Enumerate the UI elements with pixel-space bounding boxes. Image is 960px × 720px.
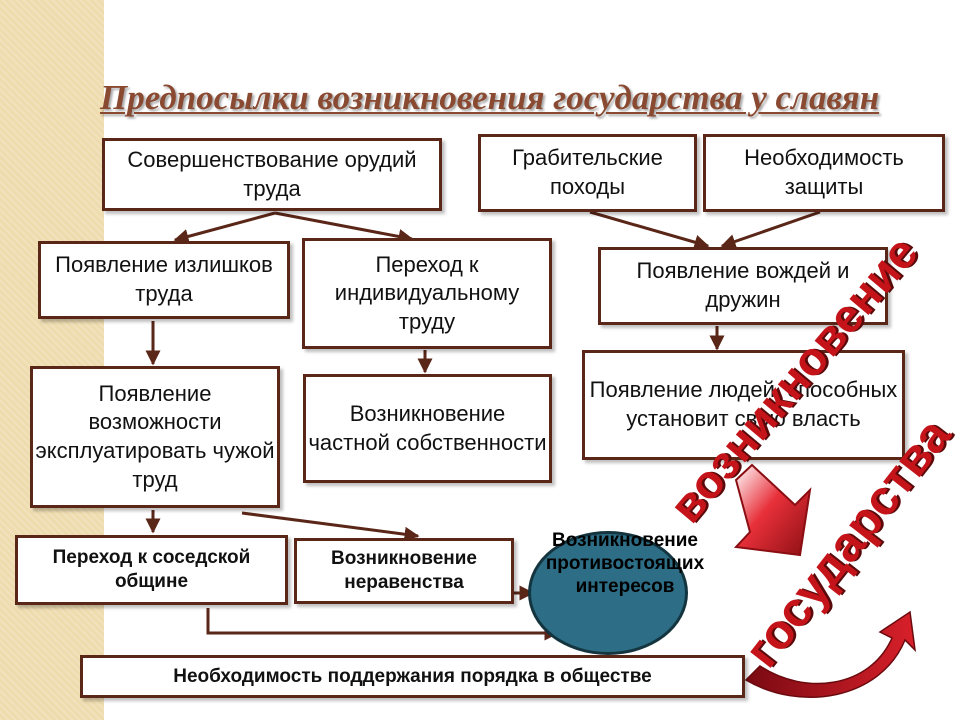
box-private-property: Возникновение частной собственности [303,374,552,483]
box-individual-labor: Переход к индивидуальному труду [302,238,552,349]
box-leaders-and-retinues: Появление вождей и дружин [598,247,888,325]
arrow-tools-to-surplus [173,211,276,244]
box-power-people: Появление людей, способных установит сво… [582,350,905,460]
box-neighbor-community: Переход к соседской общине [15,535,288,605]
circle-opposing-interests-label: Возникновение противостоящих интересов [545,530,705,597]
curved-red-arrow [744,610,917,698]
box-inequality: Возникновение неравенства [294,538,514,604]
arrow-exploitation-to-inequality [241,511,420,542]
arrow-neighbor-to-circle [206,608,560,641]
arrow-tools-to-individual [274,211,414,244]
arrow-defense-to-leaders [720,210,821,249]
box-labor-surplus: Появление излишков труда [38,241,290,319]
box-plunder-raids: Грабительские походы [478,134,697,212]
box-order-maintenance: Необходимость поддержания порядка в обще… [80,655,745,698]
diagram-title: Предпосылки возникновения государства у … [100,78,880,117]
box-exploitation-possibility: Появление возможности эксплуатировать чу… [30,366,280,508]
circle-opposing-interests [528,531,688,655]
box-need-for-defense: Необходимость защиты [703,134,945,212]
big-red-arrow [733,463,812,557]
box-tools-improvement: Совершенствование орудий труда [102,138,442,211]
arrow-raids-to-leaders [589,210,710,250]
